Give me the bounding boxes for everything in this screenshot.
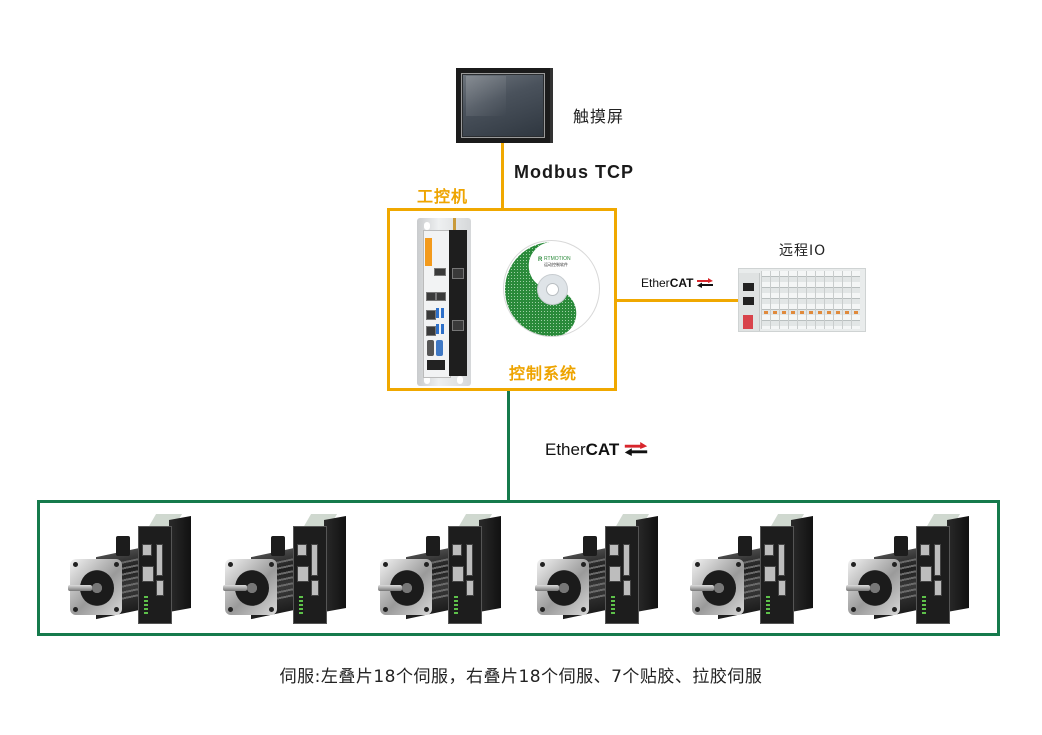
- svg-text:R: R: [538, 257, 543, 263]
- servo-motor-drive-icon: [378, 514, 508, 624]
- cd-subtitle: 运动控制软件: [544, 261, 568, 267]
- touchscreen-label: 触摸屏: [573, 107, 625, 126]
- ethercat-arrows-icon: [696, 277, 713, 291]
- industrial-pc-icon: [417, 218, 471, 386]
- modbus-tcp-label: Modbus TCP: [514, 162, 634, 182]
- servo-group-box: [37, 500, 1000, 636]
- servo-motor-drive-icon: [68, 514, 198, 624]
- servo-motor-drive-icon: [223, 514, 353, 624]
- servo-connection-line: [507, 391, 510, 501]
- cd-brand: RTMOTION: [544, 256, 571, 262]
- remote-io-connection-line: [617, 299, 739, 302]
- ethercat-arrows-icon: [624, 441, 648, 461]
- ethercat-text-regular: Ether: [641, 276, 670, 290]
- ethercat-logo-servo-bus: EtherCAT: [545, 440, 648, 461]
- ethercat-text-bold: CAT: [585, 440, 620, 459]
- servo-caption: 伺服:左叠片18个伺服，右叠片18个伺服、7个贴胶、拉胶伺服: [279, 667, 763, 687]
- remote-io-label: 远程IO: [779, 243, 827, 259]
- ethercat-text-regular: Ether: [545, 440, 586, 459]
- ipc-group-box: [387, 208, 617, 391]
- control-system-label: 控制系统: [509, 364, 578, 383]
- servo-motor-drive-icon: [846, 514, 976, 624]
- ethercat-logo-remote-io: EtherCAT: [641, 276, 713, 291]
- touchscreen-icon: [456, 68, 553, 143]
- servo-motor-drive-icon: [690, 514, 820, 624]
- ipc-title: 工控机: [417, 187, 469, 206]
- remote-io-module-icon: [738, 268, 866, 332]
- ethercat-text-bold: CAT: [669, 276, 694, 290]
- servo-motor-drive-icon: [535, 514, 665, 624]
- modbus-connection-line: [501, 143, 504, 209]
- software-cd-icon: R RTMOTION 运动控制软件: [503, 240, 600, 337]
